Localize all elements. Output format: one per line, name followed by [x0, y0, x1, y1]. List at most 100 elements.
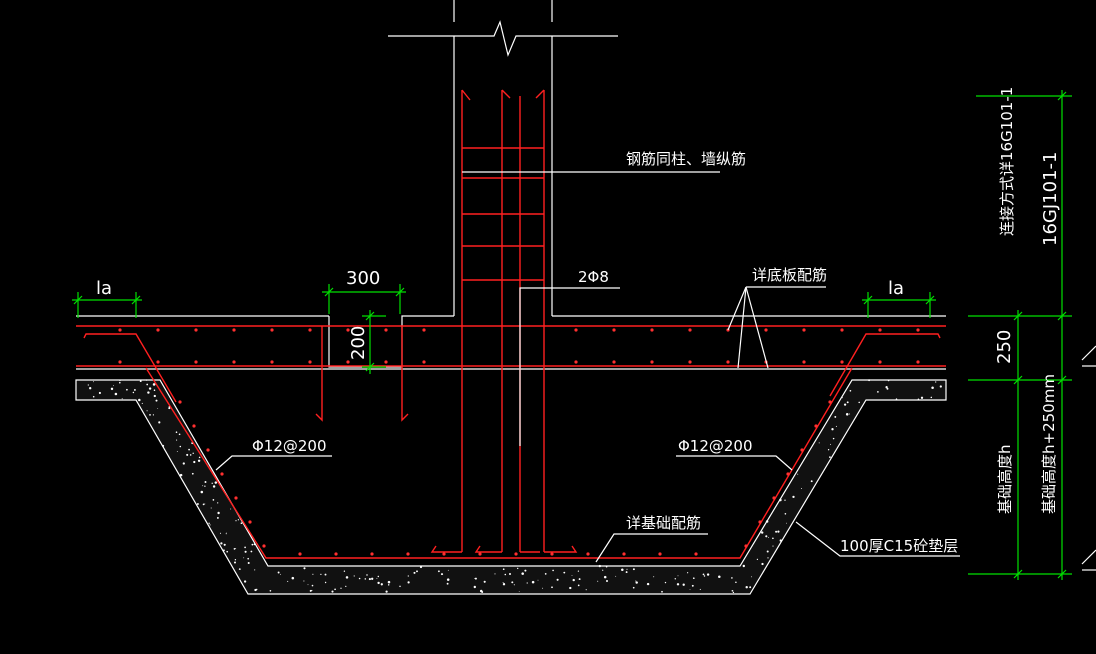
- cushion-speckle: [152, 414, 154, 416]
- cushion-speckle: [309, 589, 312, 592]
- cushion-speckle: [98, 391, 101, 395]
- cushion-speckle: [751, 576, 753, 578]
- rebar-section-dot: [178, 400, 182, 404]
- cushion-speckle: [917, 398, 920, 400]
- cushion-speckle: [303, 567, 306, 570]
- dim-la-left: la: [96, 278, 112, 299]
- cushion-speckle: [311, 584, 314, 587]
- cushion-speckle: [749, 586, 752, 589]
- cushion-speckle: [385, 590, 388, 593]
- cushion-speckle: [939, 385, 942, 388]
- cushion-speckle: [732, 591, 735, 594]
- cushion-speckle: [474, 577, 477, 580]
- cushion-speckle: [416, 570, 418, 573]
- rebar-section-dot: [622, 552, 626, 556]
- rebar-section-dot: [308, 328, 312, 332]
- cushion-speckle: [89, 387, 92, 390]
- rebar-section-dot: [840, 328, 844, 332]
- rebar-section-dot: [574, 360, 578, 364]
- cushion-speckle: [935, 381, 937, 383]
- cushion-speckle: [250, 550, 253, 553]
- cushion-speckle: [320, 573, 322, 576]
- rebar-section-dot: [612, 328, 616, 332]
- cushion-speckle: [247, 561, 250, 565]
- cushion-speckle: [110, 387, 114, 391]
- rebar-section-dot: [688, 360, 692, 364]
- cushion-speckle: [691, 584, 694, 587]
- cushion-speckle: [772, 545, 774, 547]
- cushion-speckle: [578, 578, 581, 581]
- cushion-speckle: [767, 557, 769, 559]
- cushion-speckle: [368, 578, 371, 581]
- cushion-speckle: [212, 499, 215, 501]
- cushion-speckle: [240, 522, 243, 525]
- rebar-section-dot: [422, 360, 426, 364]
- cushion-speckle: [153, 389, 156, 391]
- cushion-speckle: [235, 520, 237, 522]
- cushion-speckle: [605, 565, 608, 568]
- rebar-section-dot: [586, 552, 590, 556]
- cushion-speckle: [324, 573, 327, 576]
- cushion-speckle: [387, 584, 390, 586]
- cushion-speckle: [502, 568, 505, 571]
- cushion-speckle: [238, 568, 241, 571]
- cushion-speckle: [277, 571, 280, 574]
- cushion-speckle: [615, 575, 617, 577]
- cushion-speckle: [845, 413, 849, 416]
- cushion-speckle: [931, 386, 934, 389]
- cushion-speckle: [119, 381, 121, 384]
- cushion-speckle: [233, 548, 236, 550]
- cushion-speckle: [371, 577, 374, 580]
- cushion-speckle: [473, 585, 476, 589]
- cushion-speckle: [677, 575, 679, 577]
- rebar-section-dot: [688, 328, 692, 332]
- cushion-speckle: [598, 564, 601, 568]
- rebar-section-dot: [916, 360, 920, 364]
- cushion-speckle: [220, 542, 223, 545]
- cushion-speckle: [447, 569, 449, 571]
- cushion-speckle: [153, 394, 156, 398]
- label-connection-detail: 连接方式详16G101-1: [998, 87, 1016, 236]
- cushion-speckle: [508, 572, 512, 576]
- cushion-speckle: [243, 580, 247, 583]
- rebar-section-dot: [206, 448, 210, 452]
- cushion-speckle: [626, 568, 628, 570]
- cushion-speckle: [377, 575, 380, 578]
- cushion-speckle: [792, 495, 795, 499]
- cushion-speckle: [119, 380, 121, 382]
- cushion-speckle: [145, 379, 148, 381]
- cushion-speckle: [777, 530, 780, 533]
- cushion-speckle: [334, 588, 336, 591]
- cushion-speckle: [157, 408, 159, 410]
- elevation-marks: [1081, 345, 1096, 571]
- cushion-speckle: [92, 395, 95, 398]
- cushion-speckle: [504, 573, 507, 576]
- label-cushion: 100厚C15砼垫层: [840, 537, 958, 555]
- cushion-speckle: [761, 562, 764, 566]
- cushion-speckle: [162, 444, 165, 447]
- cushion-speckle: [563, 571, 566, 574]
- cushion-speckle: [211, 482, 213, 484]
- cushion-speckle: [202, 485, 204, 487]
- cushion-speckle: [494, 573, 496, 575]
- dim-200: 200: [348, 326, 369, 360]
- cushion-speckle: [226, 550, 229, 553]
- rebar-section-dot: [234, 496, 238, 500]
- cushion-speckle: [605, 579, 609, 583]
- cushion-speckle: [849, 389, 852, 392]
- cushion-speckle: [244, 546, 246, 549]
- cushion-speckle: [846, 401, 849, 404]
- cushion-speckle: [887, 379, 890, 382]
- cushion-speckle: [345, 576, 349, 579]
- rebar-section-dot: [650, 328, 654, 332]
- cushion-speckle: [254, 569, 256, 571]
- cushion-speckle: [311, 589, 313, 591]
- cushion-speckle: [191, 472, 194, 475]
- cushion-speckle: [577, 584, 580, 587]
- cushion-speckle: [502, 583, 506, 586]
- cushion-speckle: [784, 499, 786, 501]
- cushion-speckle: [742, 564, 745, 568]
- cushion-speckle: [585, 589, 587, 591]
- cushion-speckle: [682, 583, 685, 586]
- label-height-h: 基础高度h: [996, 444, 1014, 514]
